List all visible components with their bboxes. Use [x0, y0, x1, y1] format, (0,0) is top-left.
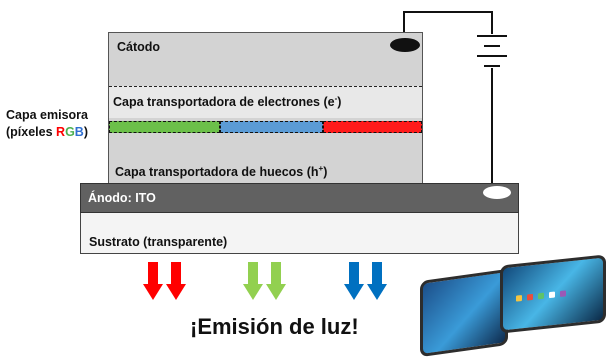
emission-arrows — [143, 262, 387, 300]
phone-folded — [420, 268, 508, 357]
cathode-label: Cátodo — [117, 40, 161, 54]
anode-label: Ánodo: ITO — [88, 191, 156, 205]
anode-layer: Ánodo: ITO — [80, 183, 519, 213]
blue-light-arrow-icon — [344, 262, 387, 300]
foldable-phone-image — [420, 254, 610, 357]
substrate-label: Sustrato (transparente) — [89, 235, 228, 249]
pixel-blue — [220, 121, 323, 133]
anode-contact — [483, 186, 511, 199]
emissive-layer — [109, 121, 422, 135]
substrate-layer: Sustrato (transparente) — [80, 213, 519, 254]
etl-label: Capa transportadora de electrones (e-) — [113, 94, 342, 110]
pixel-red — [323, 121, 422, 133]
emissive-layer-label: Capa emisora (píxeles RGB) — [6, 108, 88, 139]
green-light-arrow-icon — [243, 262, 286, 300]
battery-icon — [477, 35, 507, 67]
cathode-contact — [390, 38, 420, 52]
electron-transport-layer: Capa transportadora de electrones (e-) — [109, 86, 422, 118]
caption: ¡Emisión de luz! — [190, 314, 359, 339]
red-light-arrow-icon — [143, 262, 186, 300]
oled-stack: Cátodo Capa transportadora de electrones… — [108, 32, 423, 184]
pixel-green — [109, 121, 220, 133]
circuit-wires — [403, 11, 507, 192]
htl-label: Capa transportadora de huecos (h+) — [115, 164, 328, 180]
